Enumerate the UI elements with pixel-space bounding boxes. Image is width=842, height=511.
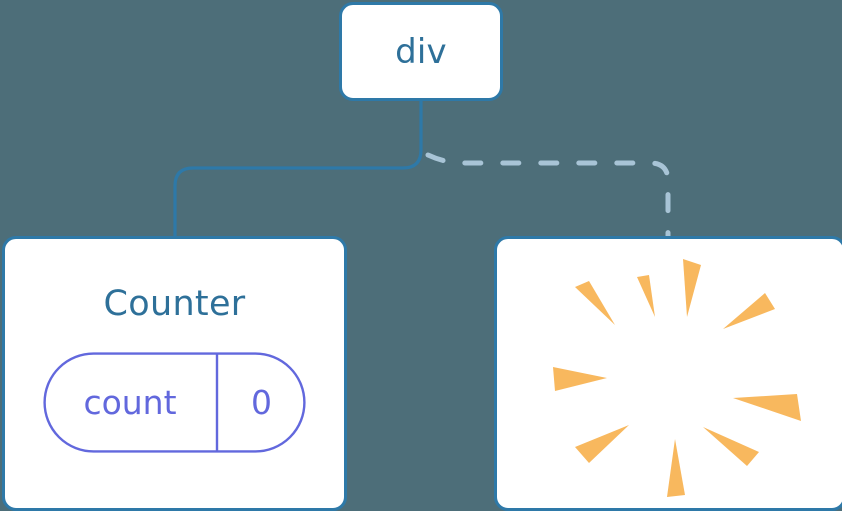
edge-root-to-counter	[173, 99, 423, 240]
burst-rays	[553, 259, 801, 497]
pill-border	[43, 352, 306, 453]
state-pill-count[interactable]: count 0	[43, 352, 306, 453]
node-div[interactable]: div	[339, 2, 503, 101]
state-pill-value: 0	[251, 383, 272, 422]
node-burst[interactable]	[494, 236, 842, 511]
sparkle-burst-icon	[553, 259, 801, 497]
node-div-title: div	[395, 31, 447, 72]
node-counter[interactable]: Counter count 0	[2, 236, 347, 511]
edge-root-to-burst	[425, 152, 671, 241]
node-counter-title: Counter	[103, 284, 246, 324]
state-pill-outline	[43, 352, 306, 453]
state-pill-label: count	[83, 383, 177, 422]
